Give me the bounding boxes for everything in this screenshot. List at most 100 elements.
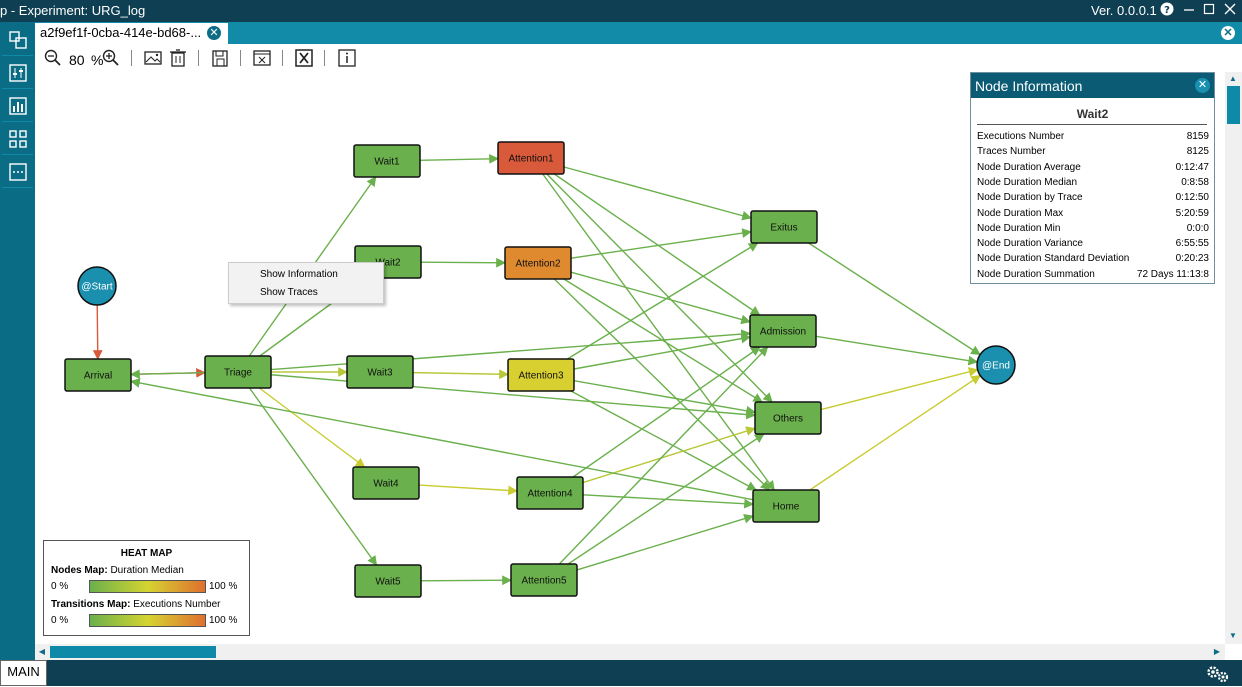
node-information-header: Node Information ✕ [971,73,1214,98]
vertical-scroll-thumb[interactable] [1227,86,1240,124]
transition-admission-to-end[interactable] [815,335,979,366]
transition-att2-to-exitus[interactable] [570,228,752,259]
node-shape[interactable] [204,355,272,389]
node-attention3[interactable]: Attention3 [507,358,575,392]
node-shape[interactable] [507,358,575,392]
node-exitus[interactable]: Exitus [750,210,818,244]
transition-att2-to-admission[interactable] [570,271,751,325]
node-arrival[interactable]: Arrival [64,358,132,392]
excel-export-icon[interactable] [294,48,314,68]
node-start[interactable]: @Start [77,266,117,306]
transition-att4-to-others[interactable] [582,426,756,484]
tab-experiment[interactable]: a2f9ef1f-0cba-414e-bd68-... ✕ [35,23,228,44]
horizontal-scroll-thumb[interactable] [50,646,216,658]
maximize-icon[interactable] [1200,2,1218,20]
transition-wait1-to-att1[interactable] [419,153,499,164]
node-triage[interactable]: Triage [204,355,272,389]
grid-view-icon[interactable] [2,123,33,155]
node-attention2[interactable]: Attention2 [504,246,572,280]
node-shape[interactable] [504,246,572,280]
transition-att3-to-home[interactable] [570,390,757,491]
node-attention4[interactable]: Attention4 [516,476,584,510]
menu-item-show-information[interactable]: Show Information [260,269,338,280]
zoom-in-icon[interactable] [101,48,121,68]
node-shape[interactable] [77,266,117,306]
transition-others-to-end[interactable] [820,367,979,411]
menu-item-show-traces[interactable]: Show Traces [260,287,318,298]
zoom-out-icon[interactable] [43,48,63,68]
transition-exitus-to-end[interactable] [808,242,981,356]
node-shape[interactable] [352,466,420,500]
export-image-icon[interactable] [143,48,163,68]
node-wait4[interactable]: Wait4 [352,466,420,500]
transition-att3-to-admission[interactable] [573,333,751,370]
transition-wait3-to-att3[interactable] [412,369,509,380]
node-shape[interactable] [752,489,820,523]
node-others[interactable]: Others [754,401,822,435]
tab-close-icon[interactable]: ✕ [207,26,221,40]
scroll-right-icon[interactable]: ▶ [1213,647,1221,656]
close-panel-icon[interactable]: ✕ [1195,78,1210,93]
save-icon[interactable] [210,48,230,68]
node-shape[interactable] [497,141,565,175]
scroll-up-icon[interactable]: ▲ [1229,74,1237,83]
transition-home-to-end[interactable] [809,375,982,491]
node-home[interactable]: Home [752,489,820,523]
zoom-value: 80 [69,52,85,68]
transition-triage-to-wait4[interactable] [258,387,366,468]
transition-att3-to-others[interactable] [573,380,756,416]
transition-att4-to-home[interactable] [582,494,754,509]
transition-att1-to-home[interactable] [542,173,775,491]
transition-att1-to-exitus[interactable] [563,166,752,221]
help-icon[interactable]: ? [1158,2,1176,20]
minimize-icon[interactable] [1180,2,1198,20]
close-all-tabs-icon[interactable]: ✕ [1221,26,1235,40]
transition-home-to-arrival[interactable] [130,378,754,501]
transition-att4-to-admission[interactable] [572,346,761,478]
node-shape[interactable] [510,563,578,597]
node-shape[interactable] [353,144,421,178]
settings-gears-icon[interactable] [1205,664,1231,684]
scroll-left-icon[interactable]: ◀ [38,647,46,656]
node-shape[interactable] [976,345,1016,385]
main-view-label[interactable]: MAIN [0,660,47,686]
transition-start-to-arrival[interactable] [92,304,103,360]
bar-chart-icon[interactable] [2,90,33,122]
vertical-scrollbar[interactable]: ▲ ▼ [1225,72,1242,644]
node-shape[interactable] [750,210,818,244]
close-window-icon[interactable] [252,48,272,68]
transition-att3-to-exitus[interactable] [566,242,759,360]
process-map-icon[interactable] [2,24,33,56]
filter-sliders-icon[interactable] [2,57,33,89]
close-icon[interactable] [1221,2,1239,20]
ellipsis-panel-icon[interactable] [2,156,33,188]
transition-wait2-to-att2[interactable] [420,257,506,268]
node-information-title: Node Information [975,78,1083,94]
node-shape[interactable] [516,476,584,510]
transition-wait5-to-att5[interactable] [420,575,512,586]
node-admission[interactable]: Admission [749,314,817,348]
node-shape[interactable] [354,564,422,598]
transition-att1-to-admission[interactable] [553,173,761,316]
transition-triage-to-arrival[interactable] [130,369,206,380]
scroll-down-icon[interactable]: ▼ [1229,631,1237,640]
node-wait5[interactable]: Wait5 [354,564,422,598]
transition-wait4-to-att4[interactable] [418,484,518,496]
node-attention1[interactable]: Attention1 [497,141,565,175]
transition-triage-to-wait5[interactable] [248,387,378,566]
node-end[interactable]: @End [976,345,1016,385]
horizontal-scrollbar[interactable]: ◀ ▶ [35,644,1225,660]
node-shape[interactable] [64,358,132,392]
node-attention5[interactable]: Attention5 [510,563,578,597]
transition-att5-to-admission[interactable] [558,346,769,565]
info-icon[interactable] [337,48,357,68]
node-wait3[interactable]: Wait3 [346,355,414,389]
delete-icon[interactable] [168,48,188,68]
node-shape[interactable] [749,314,817,348]
node-shape[interactable] [346,355,414,389]
transition-att5-to-others[interactable] [567,433,765,565]
node-shape[interactable] [754,401,822,435]
node-wait1[interactable]: Wait1 [353,144,421,178]
transition-att5-to-home[interactable] [576,513,754,571]
